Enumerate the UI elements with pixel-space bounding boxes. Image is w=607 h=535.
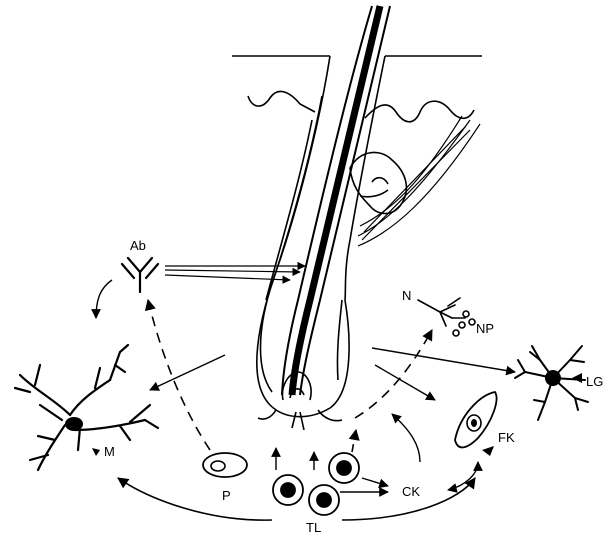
cytokines-label: CK <box>402 484 420 499</box>
plasma-cell-label: P <box>222 488 231 503</box>
antibody-label: Ab <box>130 238 146 253</box>
tl-to-nerve-arrow <box>355 330 432 418</box>
ck-fk-arrow <box>448 462 478 490</box>
fibroblast-icon <box>455 392 496 447</box>
fibroblast-label: FK <box>498 430 515 445</box>
macrophage-icon <box>15 345 158 470</box>
arrector-pili-muscle <box>358 116 480 246</box>
dermal-papilla <box>258 372 342 430</box>
sebaceous-gland <box>350 152 406 213</box>
tl-to-follicle-arrows <box>276 448 314 470</box>
nerve-icon <box>418 298 465 326</box>
tl-to-nerve-dashed-start <box>352 430 356 452</box>
macrophage-nucleus <box>65 417 83 431</box>
langerhans-pointer <box>572 373 582 383</box>
antibody-target-arrows <box>165 266 305 280</box>
follicle-to-macrophage-arrow <box>150 355 225 390</box>
macrophage-pointer <box>92 448 100 456</box>
follicle-to-langerhans-arrow <box>372 348 515 372</box>
tl-to-macrophage-arrow <box>118 478 272 520</box>
nerve-label: N <box>402 288 411 303</box>
tl-to-ck-arrows <box>340 478 388 492</box>
t-lymphocytes-icon <box>273 453 359 515</box>
macrophage-label: M <box>104 444 115 459</box>
fibroblast-nucleolus <box>471 419 477 427</box>
neuropeptides-label: NP <box>476 321 494 336</box>
langerhans-nucleus <box>545 370 561 386</box>
fibroblast-pointer <box>482 446 494 456</box>
antibody-to-macrophage-arrow <box>96 280 112 318</box>
neuropeptide-dots <box>453 311 475 336</box>
antibody-icon <box>122 258 158 292</box>
ck-to-follicle-arrow <box>392 414 420 462</box>
langerhans-label: LG <box>586 374 603 389</box>
t-lymphocytes-label: TL <box>306 520 321 535</box>
plasma-cell-icon <box>203 453 247 477</box>
